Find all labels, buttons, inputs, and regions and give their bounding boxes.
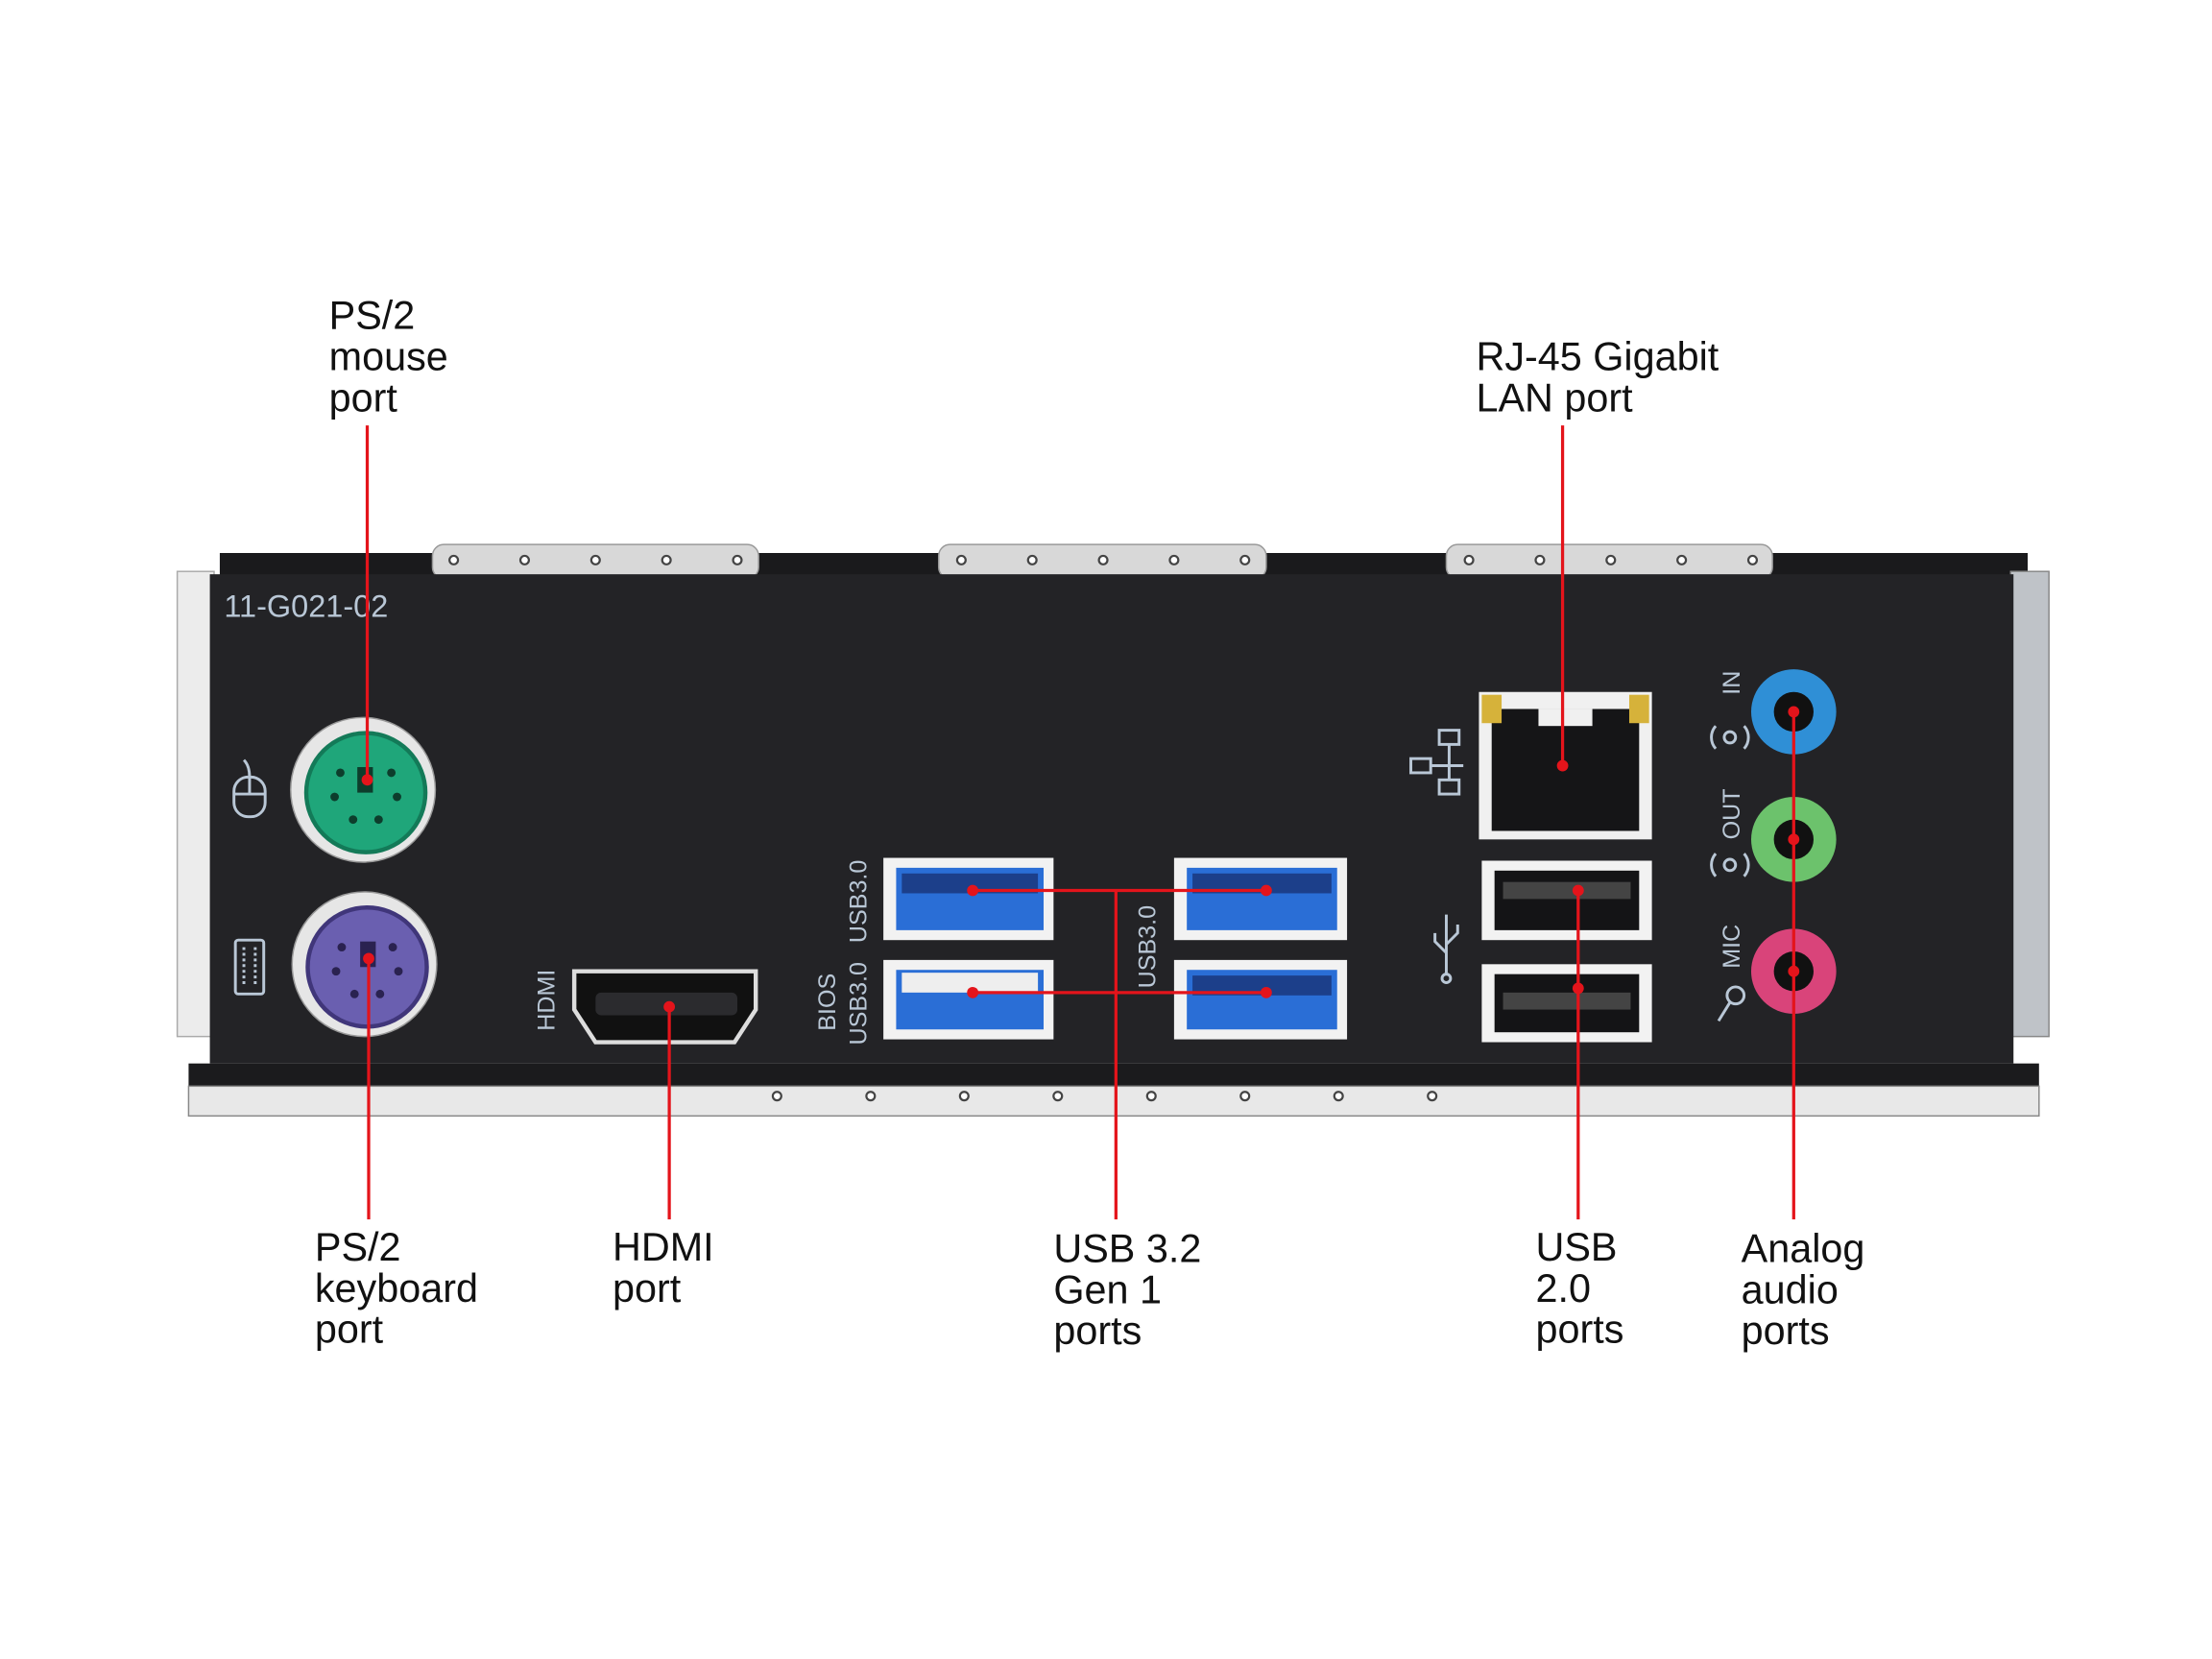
part-number: 11-G021-02 — [224, 589, 388, 623]
panel-body — [209, 574, 2014, 1064]
mounting-hole — [1746, 554, 1759, 565]
mouse-icon — [232, 758, 267, 819]
mounting-hole — [732, 554, 743, 565]
mounting-hole — [1333, 1091, 1344, 1102]
usb3-bottom-silk-label: USB3.0 — [845, 962, 872, 1045]
mounting-hole — [589, 554, 601, 565]
bottom-strip — [188, 1063, 2039, 1087]
line-out-icon — [1710, 853, 1750, 878]
usb-icon — [1433, 914, 1459, 984]
mounting-hole — [1145, 1091, 1157, 1102]
mounting-hole — [1463, 554, 1475, 565]
mounting-hole — [518, 554, 530, 565]
usb3-ports — [883, 857, 1348, 1040]
usb3-top-silk-label: USB3.0 — [845, 860, 872, 943]
microphone-icon — [1717, 985, 1746, 1022]
mounting-hole — [771, 1091, 782, 1102]
hdmi-silk-label: HDMI — [533, 970, 560, 1031]
mounting-hole — [661, 554, 672, 565]
keyboard-icon — [233, 938, 266, 996]
lan-icon — [1409, 729, 1464, 796]
mounting-hole — [1052, 1091, 1064, 1102]
mounting-hole — [1605, 554, 1617, 565]
mounting-hole — [1097, 554, 1109, 565]
audio-in-silk-label: IN — [1719, 671, 1745, 695]
right-bracket — [2009, 570, 2050, 1038]
ps2-keyboard-port — [291, 891, 438, 1038]
mounting-hole — [448, 554, 460, 565]
mounting-hole — [1239, 554, 1251, 565]
mounting-hole — [1026, 554, 1038, 565]
mounting-hole — [1168, 554, 1180, 565]
mounting-hole — [1534, 554, 1546, 565]
usb3-right-silk-label: USB3.0 — [1135, 905, 1162, 988]
audio-out-silk-label: OUT — [1719, 788, 1745, 839]
bottom-rail — [187, 1085, 2040, 1118]
mounting-hole — [1427, 1091, 1438, 1102]
usb2-ports — [1481, 860, 1652, 1043]
line-in-icon — [1710, 725, 1750, 750]
mounting-hole — [1239, 1091, 1251, 1102]
ps2-mouse-port — [290, 716, 437, 863]
mounting-hole — [955, 554, 967, 565]
audio-mic-silk-label: MIC — [1719, 925, 1745, 969]
mounting-hole — [958, 1091, 970, 1102]
left-bracket — [176, 570, 215, 1038]
callout-lines — [361, 425, 1800, 1220]
mounting-hole — [1676, 554, 1688, 565]
mounting-hole — [865, 1091, 877, 1102]
bios-silk-label: BIOS — [814, 974, 841, 1031]
